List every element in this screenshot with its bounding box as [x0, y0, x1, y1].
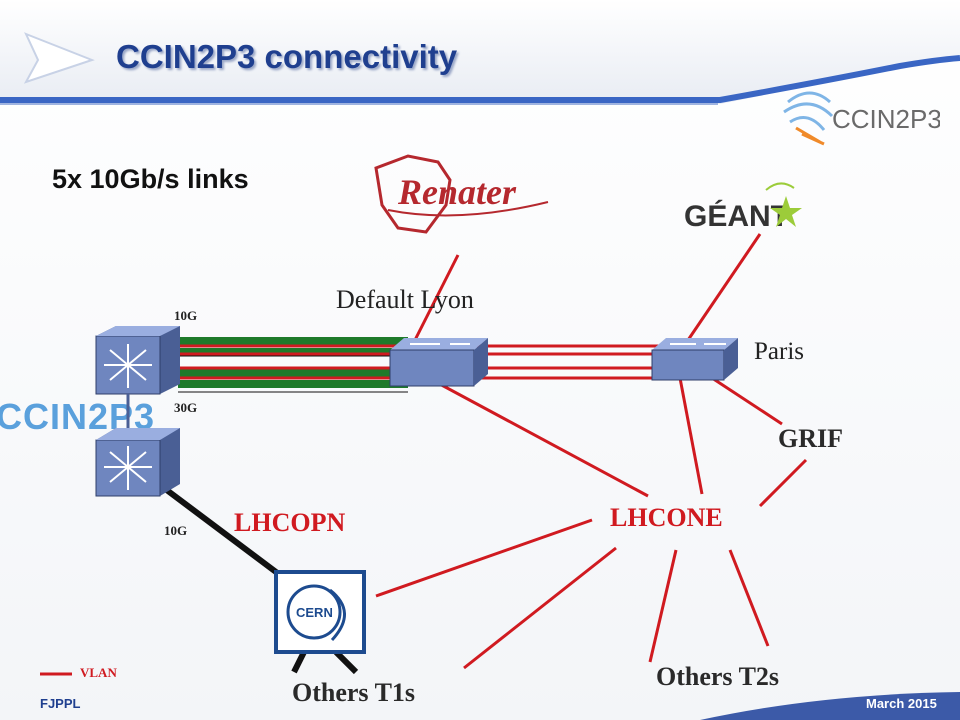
cern-text: CERN	[296, 605, 333, 620]
renater-text: Renater	[397, 172, 517, 212]
renater-logo: Renater	[374, 154, 549, 234]
label-others-t2s: Others T2s	[656, 662, 780, 691]
label-lhcopn: LHCOPN	[234, 508, 346, 537]
core-router-icon	[95, 326, 180, 395]
lyon-switch-icon	[389, 338, 488, 387]
paris-switch-icon	[651, 338, 738, 381]
subtitle: 5x 10Gb/s links	[52, 164, 249, 194]
geant-logo: GÉANT	[684, 182, 802, 233]
label-grif: GRIF	[778, 424, 843, 453]
play-arrow-icon	[23, 32, 95, 84]
title-bar	[0, 0, 960, 105]
page-title: CCIN2P3 connectivity	[116, 38, 458, 75]
label-lhcone: LHCONE	[610, 503, 723, 532]
footer-date: March 2015	[866, 696, 937, 711]
star-icon	[770, 196, 802, 227]
label-others-t1s: Others T1s	[292, 678, 416, 707]
vlan-legend-label: VLAN	[80, 665, 117, 680]
label-10g-top: 10G	[174, 308, 198, 323]
ccin2p3-logo-top: CCIN2P3	[783, 91, 940, 146]
footer-left: FJPPL	[40, 696, 81, 711]
border-router-icon	[95, 428, 180, 497]
footer-band	[700, 692, 960, 720]
label-10g-bottom: 10G	[164, 523, 188, 538]
red-links	[375, 233, 808, 670]
geant-text: GÉANT	[684, 199, 789, 233]
label-paris: Paris	[754, 338, 804, 365]
label-30g: 30G	[174, 400, 198, 415]
label-default-lyon: Default Lyon	[336, 285, 474, 314]
green-links	[178, 337, 408, 393]
cern-logo: CERN	[274, 570, 366, 654]
ccin2p3-top-text: CCIN2P3	[832, 104, 940, 134]
